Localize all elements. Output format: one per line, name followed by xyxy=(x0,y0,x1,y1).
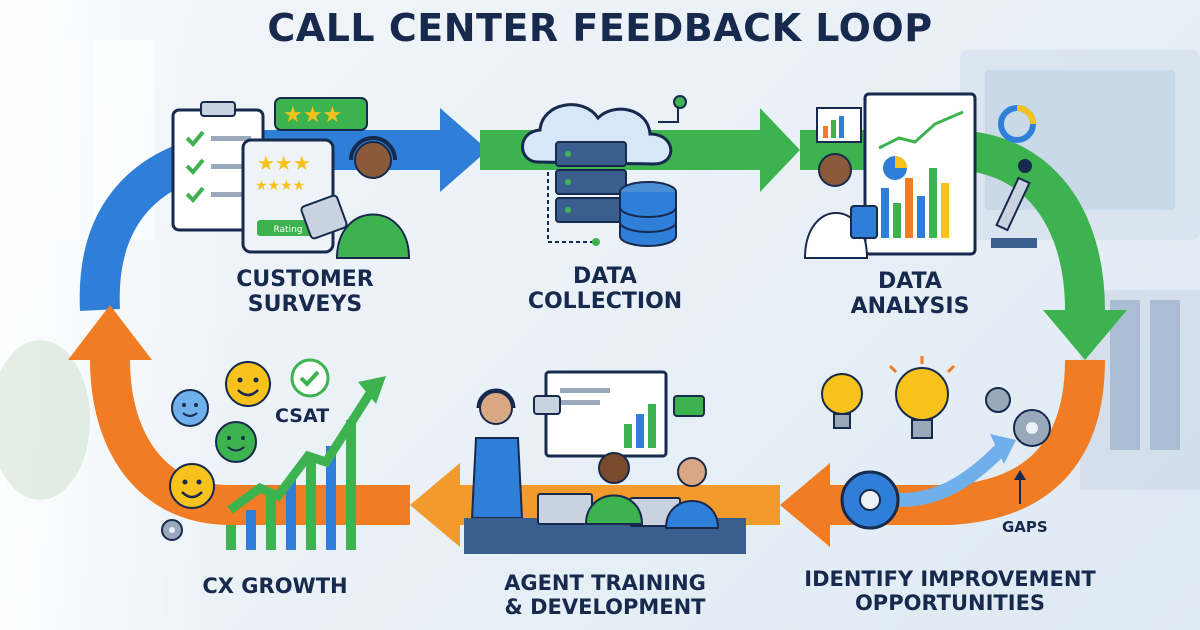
presentation-icon xyxy=(533,370,705,458)
clipboard-icon xyxy=(171,101,265,232)
analyst-icon xyxy=(803,153,878,259)
server-icon xyxy=(555,141,627,223)
stage-label-cx-growth: CX GROWTH xyxy=(202,574,348,598)
data-collection-illustration xyxy=(521,95,687,247)
arrow-green-down-head xyxy=(1043,310,1127,360)
database-icon xyxy=(619,181,677,247)
arrow-orange-head-2 xyxy=(410,463,460,547)
data-analysis-illustration xyxy=(803,92,1037,259)
improvement-arrow xyxy=(899,445,1005,507)
arrow-orange-up-head xyxy=(68,305,152,360)
page-title: CALL CENTER FEEDBACK LOOP xyxy=(267,6,933,50)
microscope-icon xyxy=(991,159,1037,248)
svg-text:★★★: ★★★ xyxy=(283,103,342,128)
agent-headset-icon xyxy=(300,136,411,259)
stage-label-data-collection: DATA COLLECTION xyxy=(527,264,683,314)
arrow-green-head xyxy=(760,108,800,192)
chart-board-icon xyxy=(863,92,977,256)
stage-label-identify-improvement: IDENTIFY IMPROVEMENT OPPORTUNITIES xyxy=(804,567,1096,615)
gaps-label: GAPS xyxy=(1002,518,1048,536)
stage-label-data-analysis: DATA ANALYSIS xyxy=(850,269,970,319)
check-badge-icon xyxy=(290,358,330,398)
identify-improvement-illustration: GAPS xyxy=(821,356,1051,536)
customer-surveys-illustration: ★★★ ★★★★ Rating ★★★ xyxy=(171,97,411,259)
lightbulb-icon xyxy=(821,356,956,439)
star-rating-icon: ★★★ xyxy=(274,97,368,131)
svg-text:★★★★: ★★★★ xyxy=(255,178,305,194)
csat-label: CSAT xyxy=(275,405,329,427)
stage-label-customer-surveys: CUSTOMER SURVEYS xyxy=(236,267,374,317)
growth-chart-icon xyxy=(226,376,386,550)
smiley-icon xyxy=(169,361,271,509)
agent-training-illustration xyxy=(464,370,746,554)
arrow-blue-head xyxy=(440,108,488,192)
rating-label: Rating xyxy=(273,225,302,235)
cx-growth-illustration: CSAT xyxy=(161,358,386,550)
trainer-icon xyxy=(470,388,524,519)
arrow-orange-right-arc xyxy=(830,359,1105,525)
svg-text:★★★: ★★★ xyxy=(257,151,311,175)
arrow-orange-head-1 xyxy=(780,463,830,547)
arrow-orange-left-arc xyxy=(90,359,410,525)
stage-label-agent-training: AGENT TRAINING & DEVELOPMENT xyxy=(504,571,706,619)
gear-icon xyxy=(840,387,1051,530)
